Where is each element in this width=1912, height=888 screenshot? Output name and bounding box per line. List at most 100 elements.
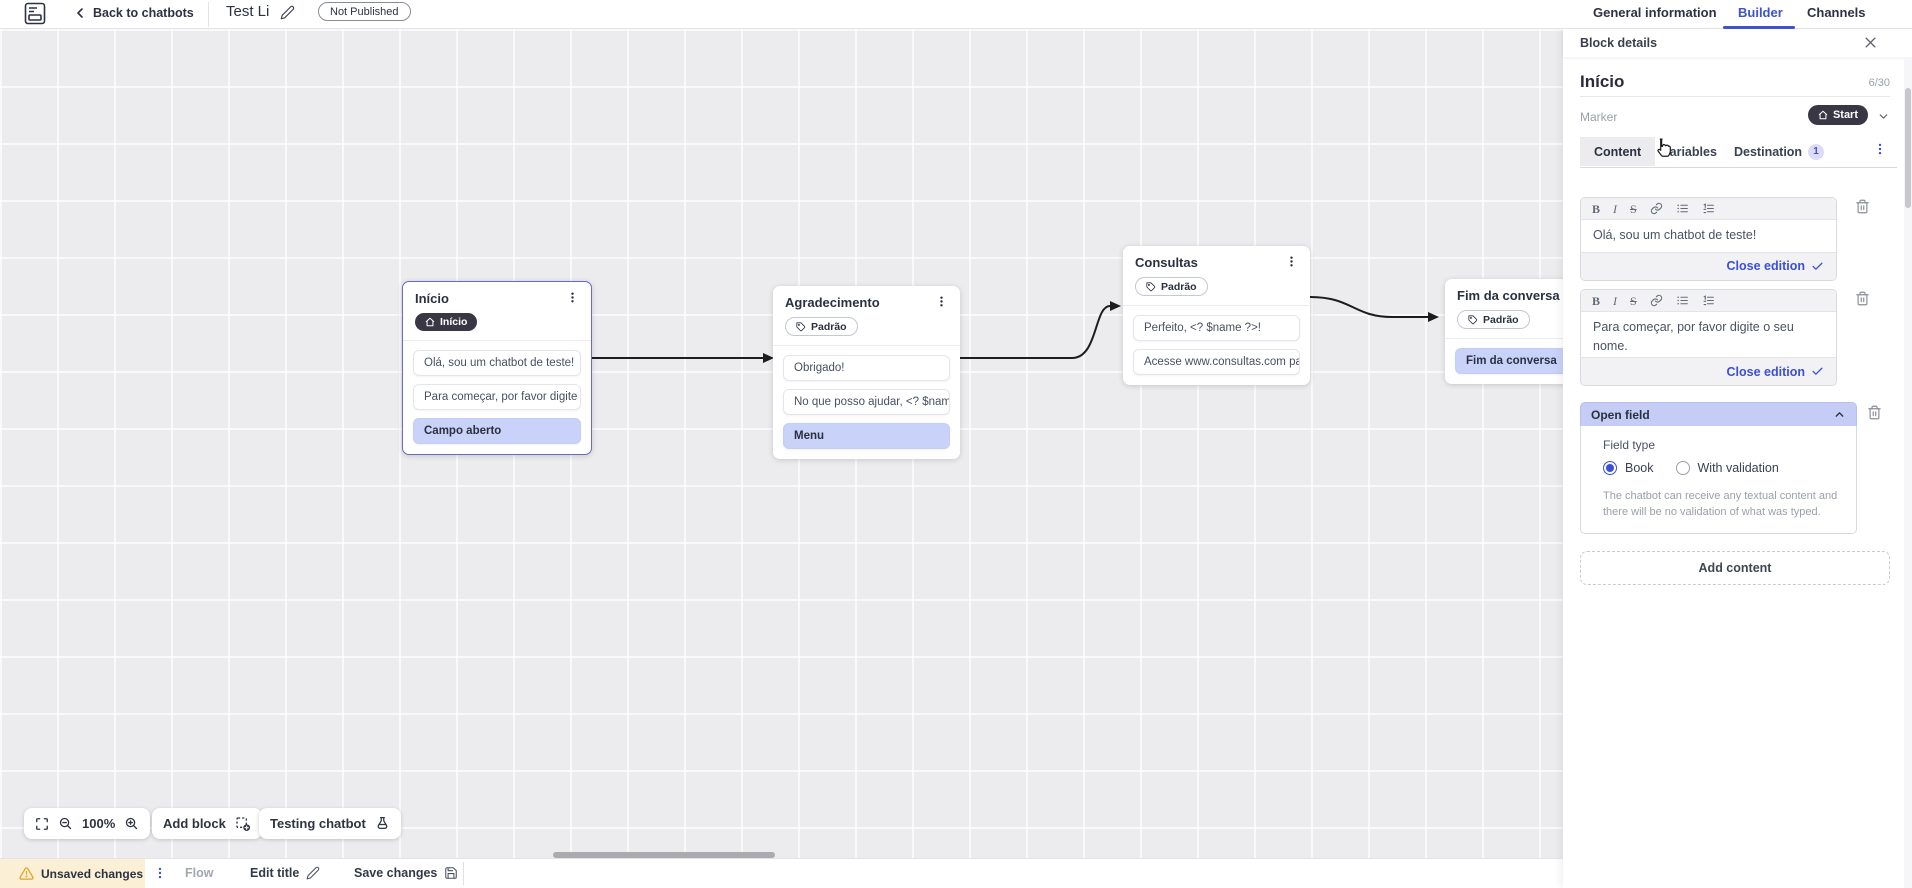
zoom-in-icon[interactable] [124,816,139,831]
radio-unselected-icon[interactable] [1675,461,1690,475]
block-message-item[interactable]: Para começar, por favor digite o ... [413,384,581,410]
radio-label: Book [1625,461,1654,475]
radio-option-with-validation[interactable]: With validation [1675,461,1779,475]
delete-content-icon[interactable] [1855,291,1870,306]
close-edition-button[interactable]: Close edition [1727,259,1824,273]
check-icon [1812,262,1823,270]
edit-title-pencil-icon[interactable] [280,5,295,20]
panel-tab-variables[interactable]: Variables [1662,144,1717,159]
status-badge: Not Published [318,2,411,21]
block-menu-icon[interactable] [935,295,948,308]
block-name-input[interactable]: Início [1580,72,1625,91]
open-field-title: Open field [1591,407,1650,422]
flow-block-consultas[interactable]: Consultas Padrão Perfeito, <? $name ?>! … [1123,246,1310,385]
marker-start-badge[interactable]: Start [1807,105,1868,125]
horizontal-scrollbar[interactable] [553,852,775,858]
panel-tabs-divider [1580,167,1897,168]
testing-chatbot-label: Testing chatbot [270,816,366,831]
save-icon [445,867,458,879]
flow-view-button[interactable]: Flow [185,866,214,880]
flask-icon [375,816,390,831]
save-changes-button[interactable]: Save changes [354,866,458,880]
block-name-underline [1580,96,1890,97]
flow-block-agradecimento[interactable]: Agradecimento Padrão Obrigado! No que po… [773,286,960,459]
check-icon [1812,367,1823,375]
block-marker-badge: Padrão [1135,277,1208,296]
panel-tab-content[interactable]: Content [1580,137,1656,166]
editor-toolbar: B I S [1581,198,1836,220]
block-title: Consultas [1135,255,1198,270]
bullet-list-icon[interactable] [1676,202,1689,215]
flow-canvas[interactable] [0,29,1563,888]
close-edition-button[interactable]: Close edition [1727,365,1824,379]
block-message-item[interactable]: Acesse www.consultas.com par... [1133,348,1300,375]
edit-title-label: Edit title [250,866,300,880]
block-message-item[interactable]: Obrigado! [783,354,950,381]
numbered-list-icon[interactable] [1702,294,1715,307]
tab-general-information[interactable]: General information [1593,5,1717,20]
radio-label: With validation [1697,461,1779,475]
block-field-item[interactable]: Campo aberto [413,418,581,444]
editor-footer: Close edition [1581,251,1836,280]
radio-selected-icon[interactable] [1603,461,1617,475]
fullscreen-icon[interactable] [35,817,49,831]
panel-tabs-menu-icon[interactable] [1873,142,1887,156]
open-field-header[interactable]: Open field [1580,402,1857,426]
block-title: Fim da conversa [1457,288,1560,303]
link-icon[interactable] [1650,202,1663,215]
edit-title-button[interactable]: Edit title [250,866,320,880]
message-editor-1: B I S Olá, sou um chatbot de teste! Clos… [1580,197,1837,281]
message-editor-2: B I S Para começar, por favor digite o s… [1580,289,1837,386]
link-icon[interactable] [1650,294,1663,307]
block-menu-icon[interactable] [1285,255,1298,268]
numbered-list-icon[interactable] [1702,202,1715,215]
panel-scrollbar-track [1904,57,1912,888]
zoom-out-icon[interactable] [58,816,73,831]
delete-open-field-icon[interactable] [1867,405,1882,420]
back-to-chatbots-link[interactable]: Back to chatbots [93,6,194,20]
destination-tab-label: Destination [1734,144,1803,159]
char-counter: 6/30 [1868,77,1890,89]
flow-block-inicio[interactable]: Início Início Olá, sou um chatbot de tes… [402,281,592,455]
chevron-up-icon[interactable] [1833,408,1846,421]
warning-icon [19,867,34,880]
add-block-button[interactable]: Add block [152,808,262,839]
panel-scrollbar-thumb[interactable] [1905,88,1911,208]
back-arrow-icon[interactable] [72,5,88,21]
field-type-label: Field type [1603,438,1656,452]
open-field-body: Field type Book With validation The chat… [1580,426,1857,534]
block-marker-badge: Padrão [785,317,858,336]
add-block-icon [235,816,251,832]
close-panel-icon[interactable] [1863,35,1878,50]
tag-icon [796,321,806,331]
panel-header: Block details [1563,29,1912,57]
block-message-item[interactable]: Olá, sou um chatbot de teste! [413,350,581,376]
tab-channels[interactable]: Channels [1807,5,1866,20]
bottombar-menu-icon[interactable] [153,866,167,880]
panel-tab-destination[interactable]: Destination 1 [1734,137,1825,166]
radio-option-book[interactable]: Book [1603,461,1654,475]
bottom-status-bar: Unsaved changes Flow Edit title Save cha… [0,858,1563,888]
block-message-item[interactable]: No que posso ajudar, <? $name ... [783,388,950,415]
marker-dropdown-chevron-icon[interactable] [1877,110,1890,123]
zoom-controls: 100% [24,808,151,839]
topbar-divider [208,2,209,27]
testing-chatbot-button[interactable]: Testing chatbot [259,808,401,839]
editor-footer: Close edition [1581,357,1836,385]
chatbot-title: Test Li [226,3,270,20]
add-block-label: Add block [163,816,226,831]
delete-content-icon[interactable] [1855,199,1870,214]
editor-text[interactable]: Olá, sou um chatbot de teste! [1581,220,1836,252]
block-message-item[interactable]: Perfeito, <? $name ?>! [1133,314,1300,341]
tab-builder[interactable]: Builder [1738,5,1783,20]
destination-count-badge: 1 [1808,143,1825,160]
unsaved-changes-label: Unsaved changes [41,866,144,881]
connection-wires [592,296,1439,363]
block-menu-icon[interactable] [566,291,579,304]
bullet-list-icon[interactable] [1676,294,1689,307]
add-content-button[interactable]: Add content [1580,551,1890,585]
marker-label: Marker [1580,110,1618,124]
block-title: Início [415,291,449,306]
block-field-item[interactable]: Menu [783,422,950,449]
editor-text[interactable]: Para começar, por favor digite o seu nom… [1581,312,1836,357]
